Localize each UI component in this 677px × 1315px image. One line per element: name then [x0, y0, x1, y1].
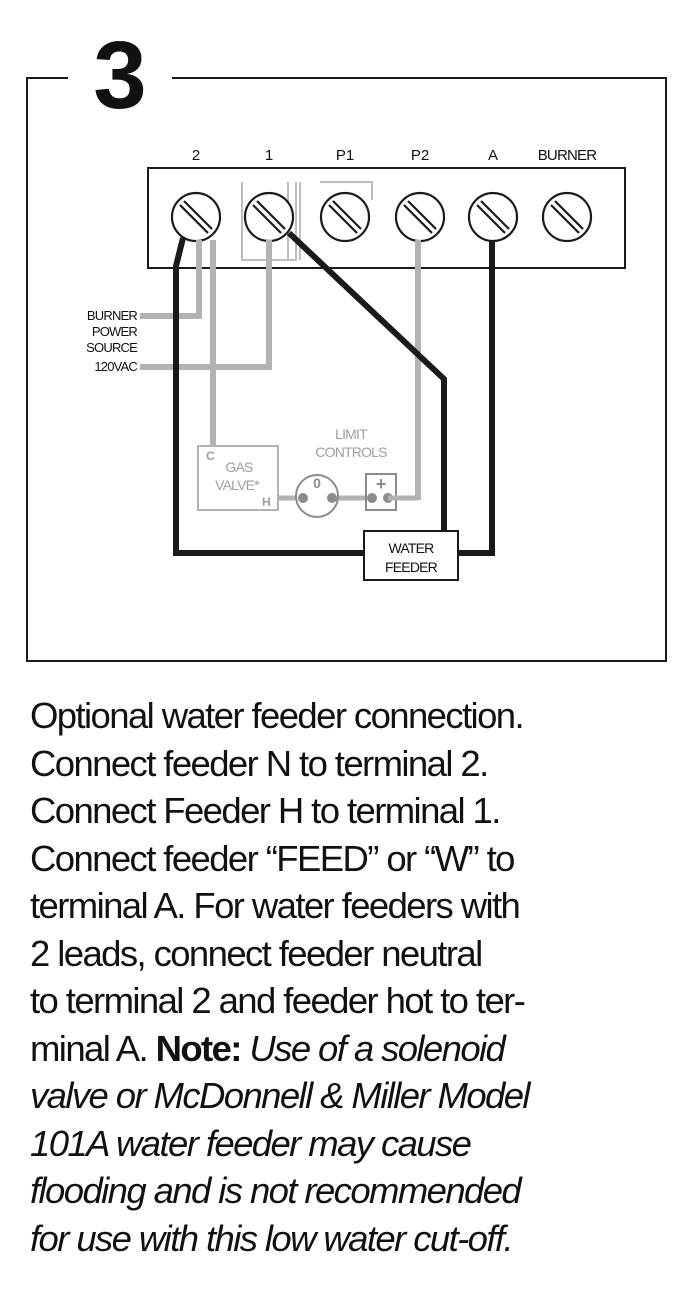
terminal-label-p1: P1: [336, 147, 354, 164]
water-feeder-box: [363, 530, 459, 581]
power-source-label-line4: 120VAC: [94, 359, 137, 374]
terminal-label-p2: P2: [411, 147, 429, 164]
power-source-label-line3: SOURCE: [86, 340, 138, 355]
water-feeder-label-line1: WATER: [389, 540, 435, 556]
limit-controls-switch: [278, 473, 418, 518]
power-hot-wire: [140, 240, 272, 370]
screw-terminal-p1: [319, 191, 371, 243]
instructions-line: terminal A. For water feeders with: [30, 885, 521, 926]
feeder-hot-wire: [286, 230, 447, 531]
feeder-a-wire: [458, 240, 495, 556]
terminal-label-a: A: [488, 147, 498, 164]
instructions-line: Connect Feeder H to terminal 1.: [30, 790, 501, 831]
limit-controls-label-line1: LIMIT: [335, 426, 368, 442]
switch-plus-label: +: [376, 474, 387, 494]
terminal-label-1: 1: [265, 147, 273, 164]
instructions-line: Optional water feeder connection.: [30, 695, 525, 736]
screw-terminal-a: [467, 191, 519, 243]
gas-valve-h-label: H: [262, 495, 271, 509]
power-source-label-line1: BURNER: [87, 308, 138, 323]
note-text-line: flooding and is not recommended: [30, 1170, 522, 1211]
diagram-frame: [26, 77, 667, 662]
water-feeder-label-line2: FEEDER: [385, 559, 438, 575]
power-neutral-wire: [140, 240, 202, 319]
note-text-line: for use with this low water cut-off.: [30, 1217, 514, 1259]
instructions-line-note: minal A. Note: Use of a solenoid: [30, 1025, 655, 1073]
screw-terminal-p2: [394, 191, 446, 243]
instructions-text: Optional water feeder connection. Connec…: [30, 692, 655, 1262]
step-number: 3: [93, 22, 146, 129]
note-text-line: valve or McDonnell & Miller Model: [30, 1075, 531, 1116]
screw-terminal-2: [170, 191, 222, 243]
wiring-diagram: 3 2 1 P1 P2 A BURNER: [26, 22, 667, 662]
note-text: Use of a solenoid: [249, 1027, 505, 1069]
feeder-neutral-wire: [173, 237, 364, 556]
limit-controls-label-line2: CONTROLS: [315, 444, 387, 460]
gas-valve-label-line1: GAS: [225, 459, 253, 475]
instructions-line: to terminal 2 and feeder hot to ter-: [30, 980, 526, 1021]
note-label: Note:: [155, 1027, 243, 1069]
gas-valve-c-label: C: [206, 449, 215, 463]
instructions-line: Connect feeder N to terminal 2.: [30, 742, 489, 784]
gas-valve-label-line2: VALVE*: [215, 477, 260, 493]
power-source-label-line2: POWER: [92, 324, 138, 339]
terminal-label-2: 2: [192, 147, 200, 164]
terminal-label-burner: BURNER: [538, 147, 598, 164]
instructions-line: 2 leads, connect feeder neutral: [30, 932, 483, 974]
screw-terminal-burner: [541, 191, 593, 243]
switch-zero-label: 0: [313, 475, 321, 491]
instructions-line: Connect feeder “FEED” or “W” to: [30, 837, 515, 879]
instructions-text-fragment: minal A.: [30, 1027, 149, 1069]
screw-terminal-1: [243, 191, 295, 243]
note-text-line: 101A water feeder may cause: [30, 1122, 472, 1164]
gas-valve-box: [197, 445, 279, 511]
